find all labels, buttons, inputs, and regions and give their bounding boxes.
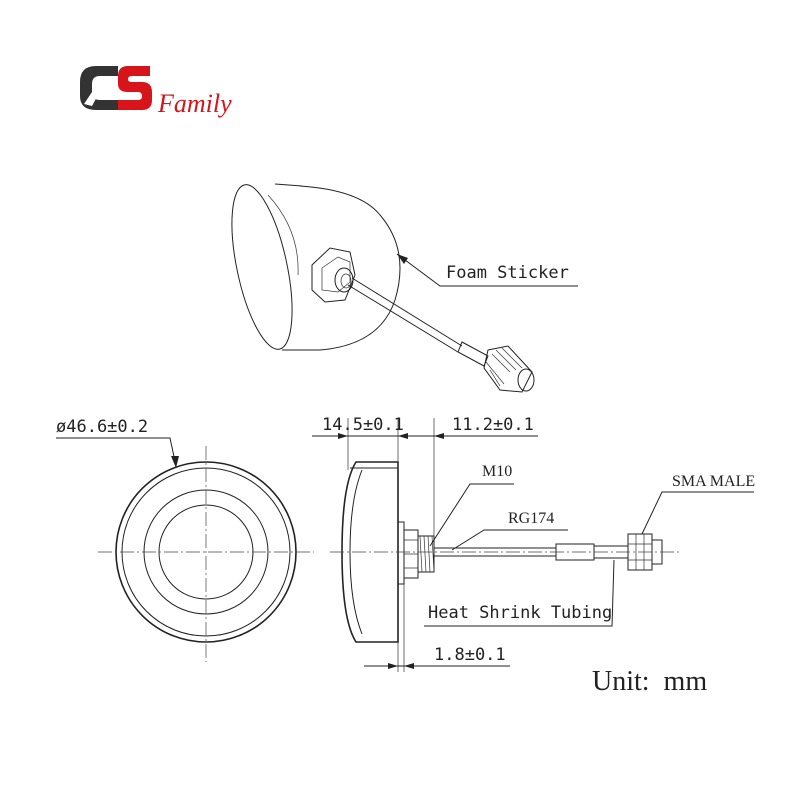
iso-thread: [334, 267, 354, 293]
iso-leader-arrow: [397, 254, 408, 264]
side-flange: [397, 521, 405, 585]
dim-arrow-flange-l: [388, 663, 398, 669]
iso-cable: [351, 277, 463, 347]
label-foam-sticker: Foam Sticker: [446, 263, 569, 283]
brand-logo: Family: [80, 66, 232, 118]
iso-disc-face: [231, 184, 293, 350]
iso-leader-foam: [396, 253, 578, 287]
leader-thread: [429, 483, 514, 547]
front-diameter-leader: [56, 437, 177, 467]
side-thread-marks: [419, 535, 435, 573]
iso-band-top: [274, 183, 303, 187]
iso-disc-back-edge: [299, 185, 401, 351]
label-heat-shrink: Heat Shrink Tubing: [428, 603, 612, 623]
iso-sma-ridges: [485, 347, 523, 387]
label-height: 14.5±0.1: [322, 415, 404, 435]
leader-cable: [451, 529, 568, 551]
label-connector: SMA MALE: [672, 473, 755, 490]
antenna-side-view: 14.5±0.1 11.2±0.1 M10 RG174 SMA MALE Hea…: [312, 415, 755, 672]
label-cable: RG174: [508, 510, 554, 527]
logo-word: Family: [157, 89, 232, 118]
side-disc-inner: [349, 469, 363, 635]
dim-arrow-height-r: [398, 433, 408, 439]
iso-sma-body: [483, 345, 533, 393]
dim-arrow-height-l: [338, 433, 348, 439]
side-disc-body: [341, 461, 399, 643]
iso-heat-shrink: [457, 341, 489, 367]
label-unit: Unit: mm: [592, 666, 707, 697]
label-diameter: ø46.6±0.2: [56, 417, 148, 437]
front-diameter-arrow: [171, 456, 179, 468]
leader-connector: [641, 491, 754, 535]
side-sma-hex-lines: [628, 534, 652, 570]
iso-disc-face-inner: [267, 194, 299, 276]
antenna-iso-view: Foam Sticker: [231, 183, 578, 393]
side-heat-shrink: [555, 543, 595, 561]
iso-nut: [311, 247, 356, 303]
dim-arrow-offset: [434, 433, 444, 439]
logo-s-shape: [118, 66, 152, 110]
label-offset: 11.2±0.1: [452, 415, 534, 435]
logo-c-accent: [84, 80, 106, 106]
antenna-front-view: ø46.6±0.2: [56, 417, 314, 662]
label-thread: M10: [482, 463, 512, 480]
side-nut: [403, 529, 419, 579]
iso-thread-core: [340, 273, 352, 289]
iso-sma-tip: [517, 368, 535, 392]
label-flange: 1.8±0.1: [434, 645, 506, 665]
dim-arrow-flange-r: [404, 663, 414, 669]
side-nut-lines: [404, 539, 418, 569]
iso-nut-face: [321, 256, 351, 293]
leader-heat-shrink: [424, 559, 615, 627]
iso-cable-2: [347, 284, 459, 353]
